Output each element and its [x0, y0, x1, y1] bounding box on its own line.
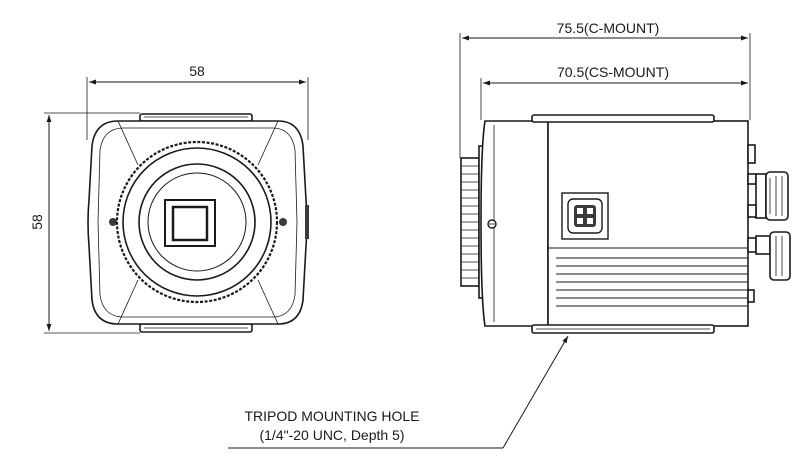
front-right-screw: [279, 218, 287, 226]
four-pin-connector: [561, 192, 609, 240]
cs-mount-dimension: 70.5(CS-MOUNT): [480, 64, 748, 120]
front-top-plate: [139, 113, 253, 122]
front-width-dimension: 58: [86, 63, 309, 140]
side-top-plate: [531, 114, 715, 123]
c-mount-label: 75.5(C-MOUNT): [557, 20, 660, 36]
lens-thread-knurl: [461, 165, 479, 279]
callout-line-2: (1/4"-20 UNC, Depth 5): [259, 427, 404, 443]
front-height-label: 58: [29, 214, 45, 230]
cs-mount-label: 70.5(CS-MOUNT): [557, 64, 669, 80]
front-height-dimension: 58: [29, 112, 140, 334]
callout-leader: [502, 335, 569, 449]
front-view: 58 58: [29, 63, 309, 334]
side-view: 75.5(C-MOUNT) 70.5(CS-MOUNT): [459, 20, 791, 334]
front-width-label: 58: [189, 63, 205, 79]
side-front-bezel: [480, 120, 549, 327]
side-vent-ribs: [556, 257, 748, 307]
front-left-screw: [109, 218, 117, 226]
rear-connectors: [747, 144, 791, 303]
c-mount-dimension: 75.5(C-MOUNT): [459, 20, 751, 158]
callout-line-1: TRIPOD MOUNTING HOLE: [244, 408, 419, 424]
tripod-callout: TRIPOD MOUNTING HOLE (1/4"-20 UNC, Depth…: [228, 335, 569, 449]
